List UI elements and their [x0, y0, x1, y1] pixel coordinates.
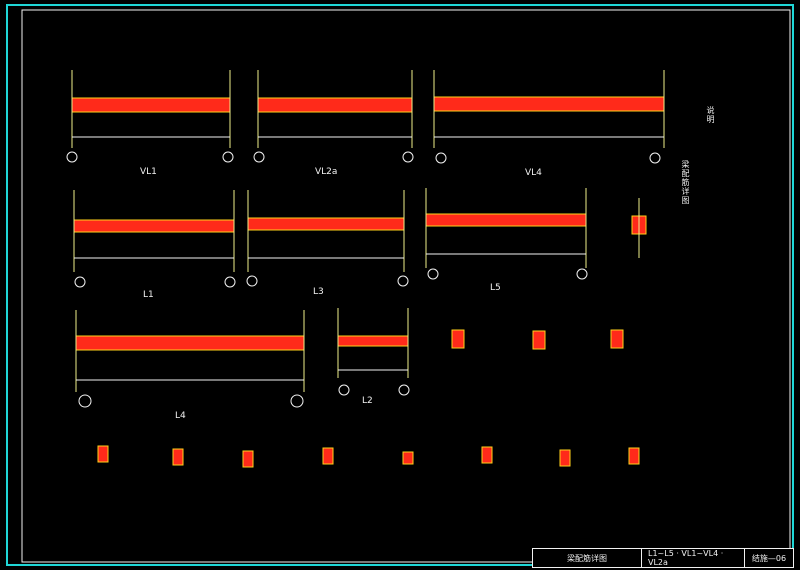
- beam-l3: L3: [246, 190, 409, 297]
- label-l3: L3: [313, 287, 324, 297]
- beam-l5: L5: [425, 188, 588, 293]
- title-right: 结施—06: [751, 553, 787, 563]
- title-left: 梁配筋详图: [533, 549, 642, 567]
- side-note-top: 说明: [706, 106, 715, 124]
- label-vl4: VL4: [525, 168, 542, 178]
- beam-vl2a: VL2a: [253, 70, 414, 177]
- label-vl1: VL1: [140, 167, 157, 177]
- beam-l4: L4: [75, 310, 305, 421]
- beam-vl4: VL4: [433, 70, 665, 178]
- sections-bottom: [97, 445, 640, 468]
- title-block: 梁配筋详图 L1~L5 · VL1~VL4 · VL2a 结施—06: [532, 548, 794, 568]
- inner-border: [21, 9, 791, 563]
- label-l2: L2: [362, 396, 373, 406]
- title-middle: L1~L5 · VL1~VL4 · VL2a: [642, 549, 745, 567]
- label-l1: L1: [143, 290, 154, 300]
- beam-l1: L1: [73, 190, 236, 300]
- label-l5: L5: [490, 283, 501, 293]
- beam-l2: L2: [337, 308, 410, 406]
- label-l4: L4: [175, 411, 186, 421]
- outer-border: [6, 4, 794, 566]
- sections-row3: [451, 198, 647, 350]
- beam-vl1: VL1: [66, 70, 234, 177]
- side-note-middle: 梁配筋详图: [681, 160, 690, 205]
- label-vl2a: VL2a: [315, 167, 337, 177]
